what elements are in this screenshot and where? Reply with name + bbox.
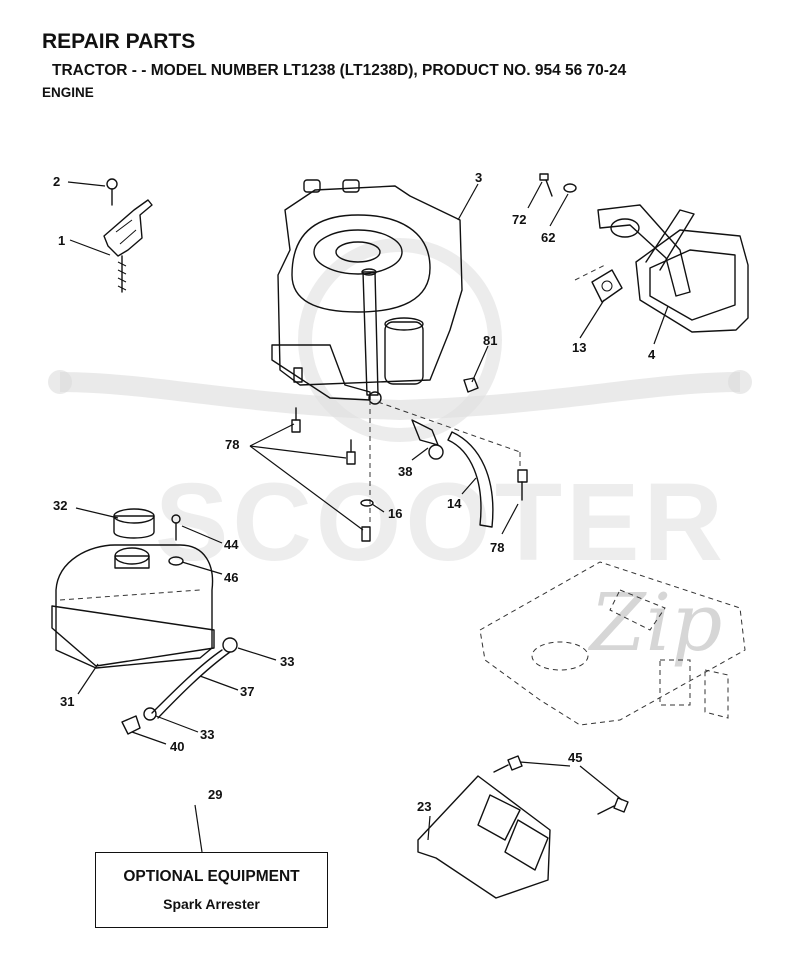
part-engine: [271, 179, 463, 405]
callout-62: 62: [541, 230, 555, 245]
callout-72: 72: [512, 212, 526, 227]
part-muffler: [539, 173, 749, 333]
page-title: REPAIR PARTS: [42, 30, 196, 53]
part-throttle-bracket: [103, 178, 153, 293]
callout-44: 44: [224, 537, 239, 552]
leader-lines: [67, 181, 669, 853]
part-heat-shield: [417, 755, 629, 899]
callout-32: 32: [53, 498, 67, 513]
callout-1: 1: [58, 233, 65, 248]
page-subtitle: TRACTOR - - MODEL NUMBER LT1238 (LT1238D…: [52, 62, 627, 79]
watermark-grip-right: [728, 370, 752, 394]
callout-38: 38: [398, 464, 412, 479]
callout-13: 13: [572, 340, 586, 355]
callout-78-a: 78: [225, 437, 239, 452]
section-label: ENGINE: [42, 85, 94, 100]
part-chassis-frame: [479, 561, 746, 726]
watermark-text: SCOOTER: [155, 461, 727, 584]
callout-3: 3: [475, 170, 482, 185]
callout-23: 23: [417, 799, 431, 814]
callout-2: 2: [53, 174, 60, 189]
callout-81: 81: [483, 333, 497, 348]
callout-33-b: 33: [200, 727, 214, 742]
callout-37: 37: [240, 684, 254, 699]
callout-4: 4: [648, 347, 656, 362]
callout-45: 45: [568, 750, 582, 765]
part-fuel-tank: [51, 508, 238, 735]
callout-14: 14: [447, 496, 462, 511]
callout-46: 46: [224, 570, 238, 585]
optional-equipment-item: Spark Arrester: [163, 896, 260, 912]
callout-labels: 2 1 3 72 62 13 4 81 78 38 14 16 78 32 44…: [53, 170, 656, 814]
part-fuel-line: [291, 377, 528, 542]
optional-equipment-title: OPTIONAL EQUIPMENT: [123, 868, 300, 885]
watermark-grip-left: [48, 370, 72, 394]
callout-16: 16: [388, 506, 402, 521]
callout-33-a: 33: [280, 654, 294, 669]
callout-78-b: 78: [490, 540, 504, 555]
watermark-handlebar: [60, 372, 740, 420]
callout-31: 31: [60, 694, 74, 709]
callout-29: 29: [208, 787, 222, 802]
optional-equipment-box: OPTIONAL EQUIPMENT Spark Arrester: [95, 852, 328, 928]
watermark: SCOOTER Zip: [48, 238, 752, 669]
callout-40: 40: [170, 739, 184, 754]
